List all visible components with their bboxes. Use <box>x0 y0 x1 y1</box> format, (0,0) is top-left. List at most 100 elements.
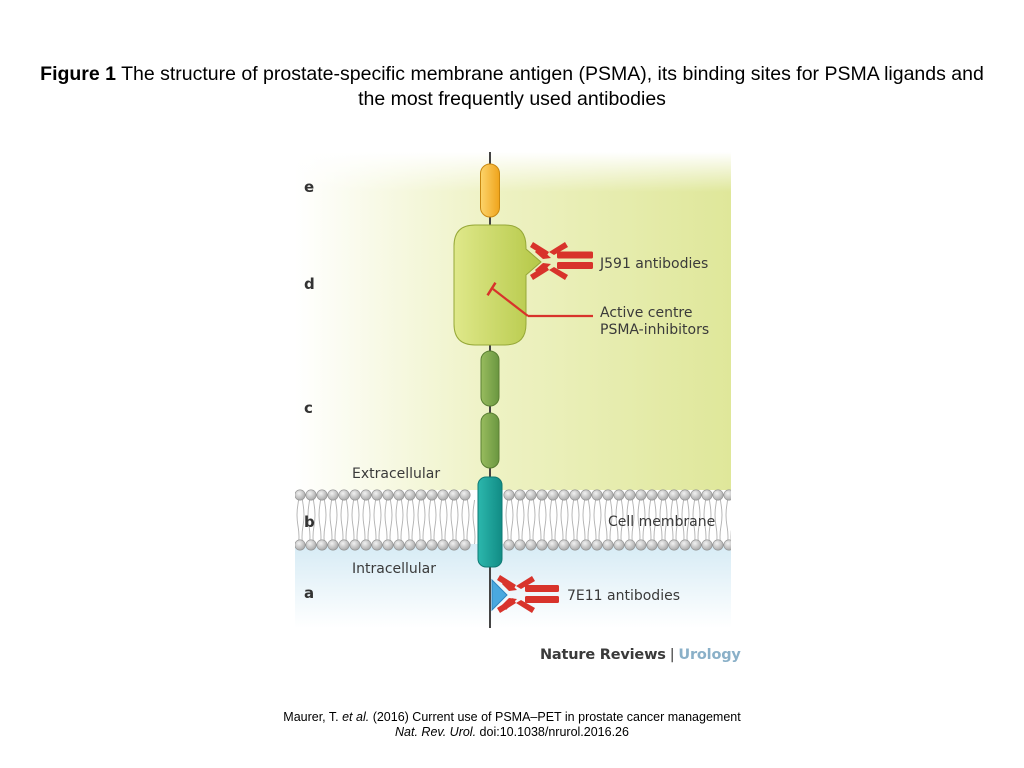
citation-journal: Nat. Rev. Urol. <box>395 725 477 739</box>
domain-e-shape <box>480 163 500 218</box>
lipid-head <box>415 539 427 551</box>
citation-doi: doi:10.1038/nrurol.2016.26 <box>476 725 629 739</box>
lipid-head <box>360 539 372 551</box>
lipid-head <box>668 539 680 551</box>
lipid-head <box>316 539 328 551</box>
lipid-head <box>393 539 405 551</box>
lipid-head <box>569 539 581 551</box>
lipid-head <box>602 489 614 501</box>
lipid-head <box>591 489 603 501</box>
lipid-head <box>613 489 625 501</box>
lipid-head <box>426 539 438 551</box>
label-psma-inhibitors: PSMA-inhibitors <box>600 322 709 338</box>
lipid-head <box>591 539 603 551</box>
lipid-head <box>327 489 339 501</box>
lipid-head <box>558 489 570 501</box>
lipid-head <box>547 539 559 551</box>
lipid-head <box>701 489 713 501</box>
lipid-head <box>712 489 724 501</box>
citation-line-2: Nat. Rev. Urol. doi:10.1038/nrurol.2016.… <box>40 725 984 740</box>
label-extracellular: Extracellular <box>352 466 440 482</box>
lipid-head <box>646 489 658 501</box>
lipid-head <box>382 539 394 551</box>
lipid-head <box>295 539 306 551</box>
lipid-head <box>404 539 416 551</box>
label-intracellular: Intracellular <box>352 561 436 577</box>
citation-authors: Maurer, T. <box>283 710 343 724</box>
lipid-head <box>382 489 394 501</box>
lipid-head <box>646 539 658 551</box>
j591-antibody <box>530 242 593 280</box>
lipid-head <box>712 539 724 551</box>
domain-c-shape-2 <box>480 412 500 469</box>
lipid-head <box>723 489 731 501</box>
lipid-head <box>503 539 515 551</box>
lipid-head <box>338 489 350 501</box>
psma-structure-figure: e d c b a J591 antibodies Active centre … <box>295 152 731 628</box>
lipid-head <box>404 489 416 501</box>
lipid-head <box>525 489 537 501</box>
domain-letter-d: d <box>304 275 315 293</box>
lipid-head <box>624 489 636 501</box>
lipid-head <box>295 489 306 501</box>
lipid-head <box>349 539 361 551</box>
lipid-head <box>657 489 669 501</box>
figure-caption: The structure of prostate-specific membr… <box>116 63 984 110</box>
brand-journal: Nature Reviews <box>540 647 666 663</box>
brand-subject: Urology <box>678 647 741 663</box>
domain-c-shape-1 <box>480 350 500 407</box>
domain-b-shape <box>477 476 503 568</box>
label-7e11-antibodies: 7E11 antibodies <box>567 588 680 604</box>
lipid-head <box>525 539 537 551</box>
lipid-head <box>305 539 317 551</box>
lipid-head <box>679 539 691 551</box>
lipid-head <box>503 489 515 501</box>
lipid-head <box>668 489 680 501</box>
lipid-head <box>448 489 460 501</box>
domain-letter-a: a <box>304 584 314 602</box>
domain-a-shape <box>491 578 508 612</box>
lipid-head <box>580 539 592 551</box>
lipid-head <box>349 489 361 501</box>
lipid-head <box>371 539 383 551</box>
lipid-head <box>690 489 702 501</box>
domain-d-shape <box>453 224 542 346</box>
7e11-antibody <box>497 575 559 613</box>
lipid-head <box>459 539 471 551</box>
brand-separator: | <box>669 647 675 663</box>
citation-line-1: Maurer, T. et al. (2016) Current use of … <box>40 710 984 725</box>
lipid-head <box>602 539 614 551</box>
lipid-head <box>536 489 548 501</box>
label-cell-membrane: Cell membrane <box>608 514 715 530</box>
lipid-head <box>701 539 713 551</box>
lipid-head <box>415 489 427 501</box>
domain-letter-c: c <box>304 399 313 417</box>
lipid-head <box>305 489 317 501</box>
lipid-head <box>624 539 636 551</box>
lipid-head <box>514 539 526 551</box>
lipid-head <box>360 489 372 501</box>
domain-letter-e: e <box>304 178 314 196</box>
active-centre-marker <box>486 282 593 318</box>
lipid-head <box>580 489 592 501</box>
nature-reviews-urology-logo: Nature Reviews|Urology <box>540 647 741 663</box>
lipid-head <box>657 539 669 551</box>
lipid-head <box>459 489 471 501</box>
figure-title: Figure 1 The structure of prostate-speci… <box>40 62 984 112</box>
lipid-head <box>558 539 570 551</box>
lipid-head <box>723 539 731 551</box>
lipid-head <box>437 539 449 551</box>
domain-letter-b: b <box>304 513 315 531</box>
lipid-head <box>371 489 383 501</box>
lipid-head <box>426 489 438 501</box>
lipid-head <box>613 539 625 551</box>
figure-label: Figure 1 <box>40 63 117 85</box>
lipid-head <box>437 489 449 501</box>
lipid-head <box>448 539 460 551</box>
lipid-head <box>393 489 405 501</box>
lipid-head <box>569 489 581 501</box>
lipid-head <box>338 539 350 551</box>
lipid-head <box>690 539 702 551</box>
citation-title: (2016) Current use of PSMA–PET in prosta… <box>369 710 741 724</box>
label-j591-antibodies: J591 antibodies <box>599 256 708 272</box>
